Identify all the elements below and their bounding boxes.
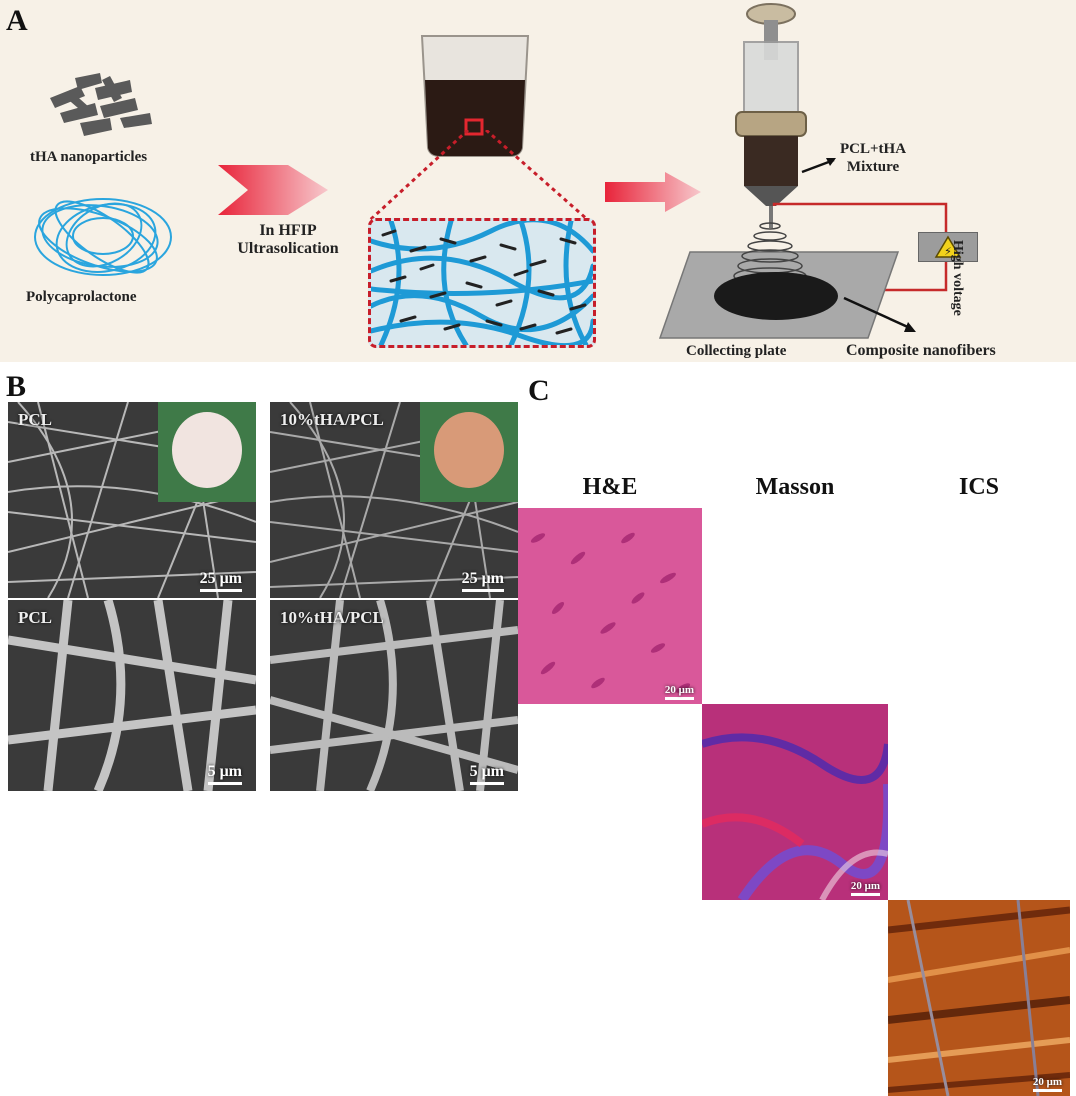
sample-disc	[434, 412, 504, 488]
beaker-graphic	[420, 35, 530, 157]
scale-text: 5 μm	[469, 763, 504, 780]
tissue-texture	[530, 532, 691, 693]
fiber-texture	[270, 600, 518, 791]
scale-text: 20 μm	[664, 684, 694, 696]
panel-c-letter: C	[528, 374, 550, 407]
syringe-graphic	[735, 3, 807, 228]
sample-inset	[158, 402, 256, 502]
scale-bar: 5 μm	[469, 763, 504, 785]
plate-label: Collecting plate	[686, 343, 787, 359]
tha-nanoparticles-graphic	[50, 73, 152, 136]
pointer-arrow-icon	[801, 158, 836, 174]
sem-label: PCL	[18, 608, 52, 627]
sem-label: 10%tHA/PCL	[280, 608, 384, 627]
sem-image-pcl-low: PCL 25 μm	[8, 402, 256, 598]
electrospinning-setup-graphic	[658, 202, 948, 339]
scale-text: 20 μm	[1032, 1076, 1062, 1088]
stain-image-ics: 20 μm	[888, 900, 1070, 1096]
tha-label: tHA nanoparticles	[30, 149, 148, 165]
polycaprolactone-graphic	[34, 198, 172, 276]
scale-bar: 20 μm	[850, 880, 880, 896]
voltage-source: ⚡	[918, 232, 978, 262]
sem-label: PCL	[18, 410, 52, 429]
step-label: In HFIP Ultrasolication	[228, 222, 348, 258]
arrow-right-icon	[605, 172, 701, 212]
scale-text: 20 μm	[850, 880, 880, 892]
stain-title-masson: Masson	[755, 474, 835, 500]
stain-title-ics: ICS	[958, 474, 1000, 500]
scale-bar: 25 μm	[199, 570, 242, 592]
pointer-arrow-icon	[843, 296, 916, 332]
panel-b-letter: B	[6, 370, 27, 403]
fiber-texture	[8, 600, 256, 791]
pcl-label: Polycaprolactone	[26, 289, 137, 305]
arrow-right-icon	[218, 165, 328, 215]
voltage-label: High voltage	[950, 240, 965, 316]
mixture-label-line-2: Mixture	[846, 159, 900, 175]
tissue-texture	[702, 733, 888, 900]
fibers-label: Composite nanofibers	[846, 342, 996, 359]
mixture-label-line-1: PCL+tHA	[840, 141, 907, 157]
zoomed-composite-box	[368, 218, 596, 348]
lightning-icon: ⚡	[934, 235, 962, 258]
scale-text: 5 μm	[207, 763, 242, 780]
sem-image-tha-high: 10%tHA/PCL 5 μm	[270, 600, 518, 791]
zoomed-fibers-graphic	[371, 221, 593, 345]
mixture-label: PCL+tHA Mixture	[840, 140, 906, 176]
scale-text: 25 μm	[199, 570, 242, 587]
stain-image-masson: 20 μm	[702, 704, 888, 900]
svg-text:⚡: ⚡	[944, 245, 952, 258]
sample-disc	[172, 412, 242, 488]
scale-bar: 20 μm	[1032, 1076, 1062, 1092]
step-label-line-2: Ultrasolication	[237, 240, 339, 257]
scale-bar: 25 μm	[461, 570, 504, 592]
stain-title-he: H&E	[582, 474, 638, 500]
panel-a: A tHA nanoparticles Polycaprolactone	[0, 0, 1076, 362]
panel-a-letter: A	[6, 4, 28, 37]
sem-image-pcl-high: PCL 5 μm	[8, 600, 256, 791]
scale-bar: 20 μm	[664, 684, 694, 700]
scale-bar: 5 μm	[207, 763, 242, 785]
sem-label: 10%tHA/PCL	[280, 410, 384, 429]
zoom-lines	[368, 130, 589, 222]
tissue-texture	[888, 900, 1070, 1096]
sem-image-tha-low: 10%tHA/PCL 25 μm	[270, 402, 518, 598]
step-label-line-1: In HFIP	[259, 222, 317, 239]
sample-inset	[420, 402, 518, 502]
stain-image-he: 20 μm	[518, 508, 702, 704]
scale-text: 25 μm	[461, 570, 504, 587]
